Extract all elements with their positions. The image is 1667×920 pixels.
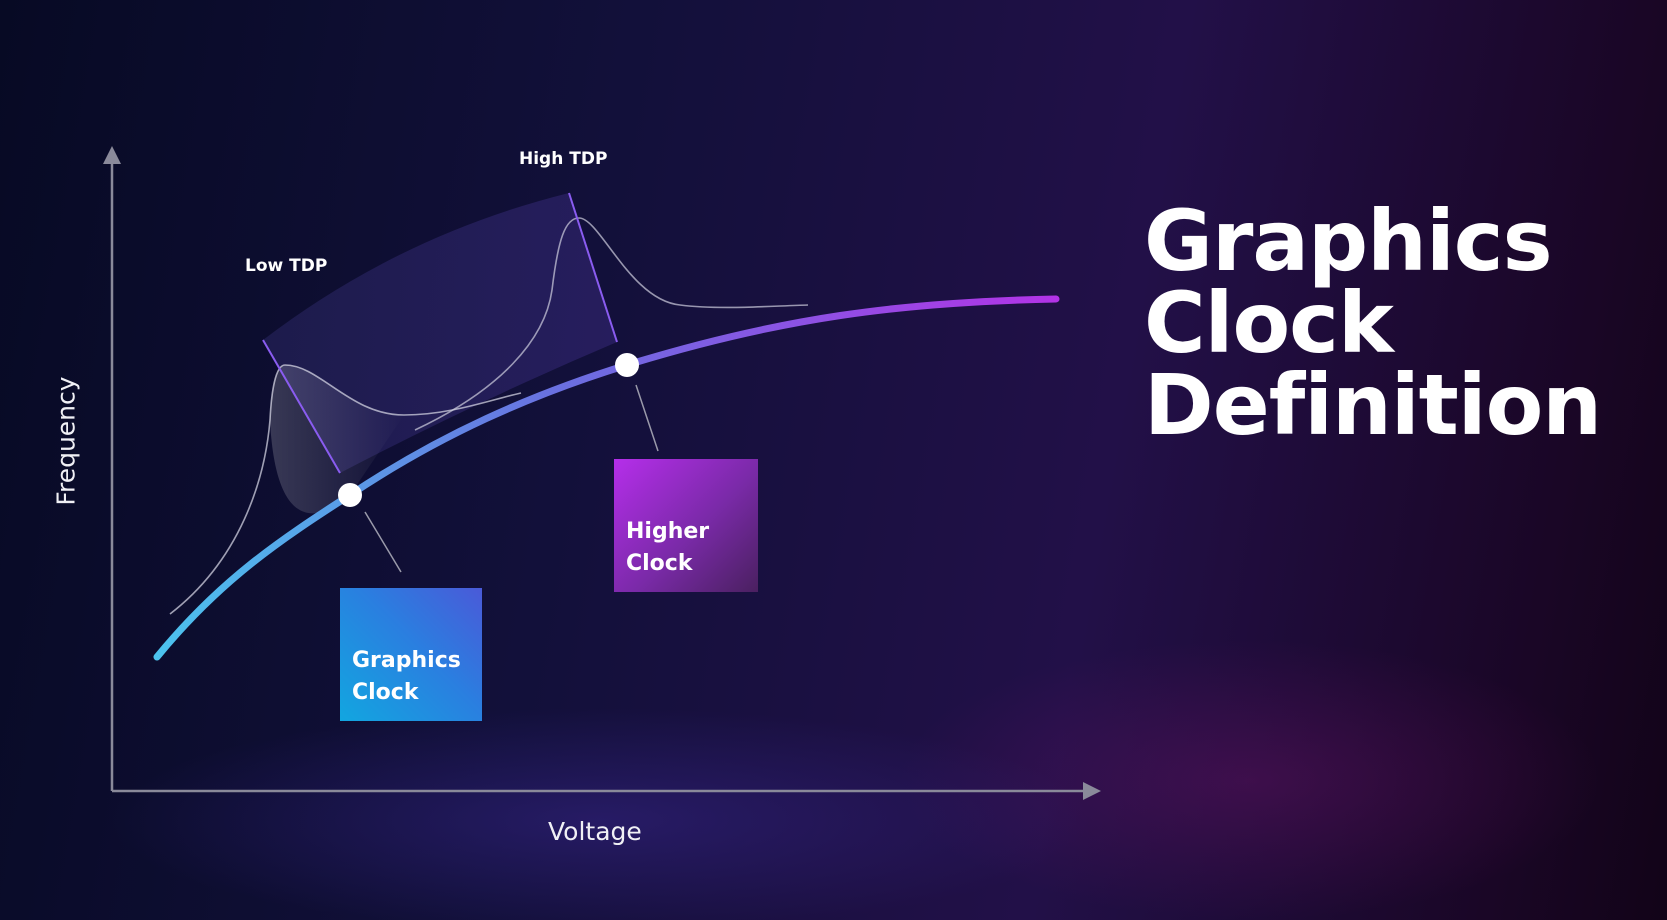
graphics-clock-point [338, 483, 362, 507]
title-line1: Graphics [1144, 192, 1553, 290]
low-tdp-label: Low TDP [245, 256, 328, 276]
higher-clock-label-line1: Higher [626, 519, 710, 544]
high-tdp-bell-curve [414, 217, 809, 431]
higher-clock-point [615, 353, 639, 377]
graphics-clock-label-line1: Graphics [352, 648, 461, 673]
graphics-clock-connector [364, 511, 402, 573]
graphics-clock-label-line2: Clock [352, 680, 419, 705]
higher-clock-connector [635, 384, 659, 452]
x-axis-arrow [1083, 782, 1101, 800]
title-line2: Clock [1144, 274, 1394, 372]
low-tdp-line [262, 339, 341, 474]
title-line3: Definition [1144, 356, 1602, 454]
voltage-frequency-curve [153, 295, 1060, 661]
y-axis-label: Frequency [51, 376, 81, 506]
graphics-clock-box: Graphics Clock [340, 588, 482, 721]
high-tdp-label: High TDP [519, 149, 608, 169]
higher-clock-label-line2: Clock [626, 551, 693, 576]
higher-clock-box: Higher Clock [614, 459, 758, 592]
page-title: Graphics Clock Definition [1144, 192, 1602, 454]
y-axis-arrow [103, 146, 121, 164]
x-axis-label: Voltage [548, 817, 642, 846]
high-tdp-line [568, 192, 618, 343]
